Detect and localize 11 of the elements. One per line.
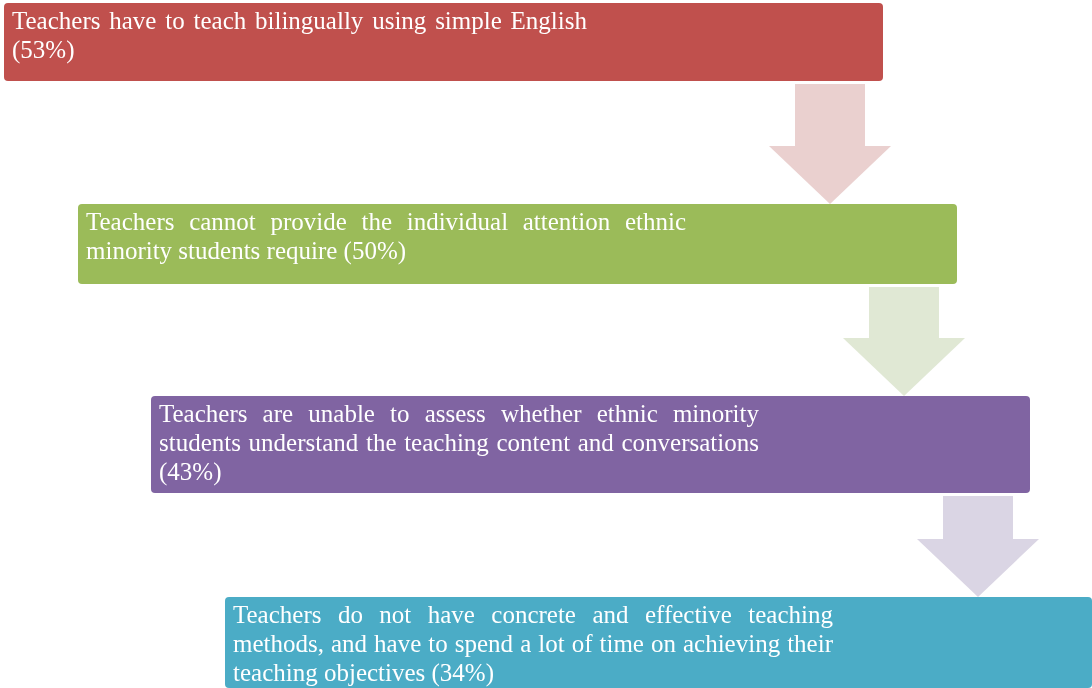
process-box xyxy=(225,597,1092,688)
block-arrow xyxy=(843,287,965,396)
box-text: Teachers cannot provide the individual attention ethnic minority students require (50%) xyxy=(86,207,686,265)
block-arrow xyxy=(917,496,1039,597)
block-arrow xyxy=(769,84,891,204)
box-text: Teachers do not have concrete and effective teaching methods, and have to spend a lot of time on achieving their teaching objectives (34%) xyxy=(233,600,833,687)
box-text: Teachers are unable to assess whether ethnic minority students understand the teaching content and conversations (43%) xyxy=(159,399,759,486)
box-text: Teachers have to teach bilingually using simple English (53%) xyxy=(12,6,587,64)
process-box xyxy=(151,396,1030,493)
process-box xyxy=(4,3,883,81)
process-box xyxy=(78,204,957,284)
